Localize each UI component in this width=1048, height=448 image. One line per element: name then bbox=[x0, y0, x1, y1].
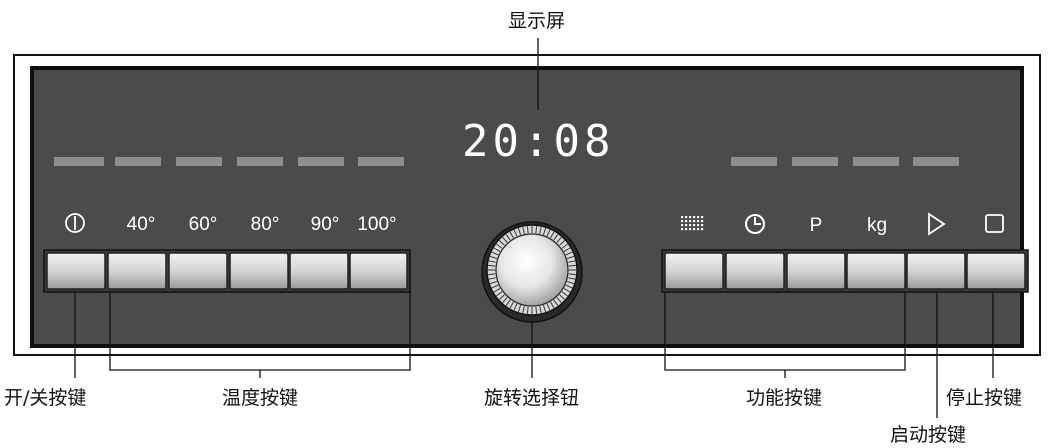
temp-80-button[interactable] bbox=[229, 252, 289, 290]
segment bbox=[298, 157, 344, 166]
temp-90-button[interactable] bbox=[289, 252, 349, 290]
temp-100-button[interactable] bbox=[349, 252, 408, 290]
display-callout: 显示屏 bbox=[508, 10, 566, 32]
load-weight-label: kg bbox=[867, 215, 887, 236]
temp-label-100: 100° bbox=[357, 214, 396, 235]
dial-callout: 旋转选择钮 bbox=[484, 387, 580, 409]
segment bbox=[176, 157, 222, 166]
segment bbox=[358, 157, 404, 166]
program-label: P bbox=[810, 215, 823, 236]
function-indicator-segments bbox=[731, 157, 959, 166]
start-callout: 启动按键 bbox=[890, 424, 967, 446]
right-button-row bbox=[661, 249, 1029, 293]
play-icon bbox=[928, 212, 946, 236]
segment bbox=[913, 157, 959, 166]
power-icon bbox=[65, 213, 85, 233]
temperature-callout: 温度按键 bbox=[222, 387, 299, 409]
temp-label-90: 90° bbox=[311, 214, 340, 235]
callout-lines bbox=[74, 38, 994, 418]
temp-label-60: 60° bbox=[189, 214, 218, 235]
timer-button[interactable] bbox=[725, 252, 785, 290]
load-weight-button[interactable] bbox=[846, 252, 906, 290]
temp-label-40: 40° bbox=[127, 214, 156, 235]
segment bbox=[115, 157, 161, 166]
dots-grid-icon bbox=[681, 216, 704, 231]
start-button[interactable] bbox=[906, 252, 966, 290]
rotary-selector-knob[interactable] bbox=[481, 221, 583, 323]
power-button[interactable] bbox=[46, 252, 106, 290]
temp-label-80: 80° bbox=[251, 214, 280, 235]
function-callout: 功能按键 bbox=[746, 387, 823, 409]
stop-icon bbox=[985, 214, 1004, 233]
segment bbox=[237, 157, 283, 166]
segment bbox=[853, 157, 899, 166]
stop-callout: 停止按键 bbox=[946, 387, 1023, 409]
temp-60-button[interactable] bbox=[168, 252, 228, 290]
time-display: 20:08 bbox=[462, 116, 615, 167]
segment bbox=[54, 157, 104, 166]
segment bbox=[792, 157, 838, 166]
clock-icon bbox=[745, 214, 765, 234]
segment bbox=[731, 157, 777, 166]
program-button[interactable] bbox=[786, 252, 846, 290]
cold-wash-button[interactable] bbox=[664, 252, 724, 290]
power-callout: 开/关按键 bbox=[4, 387, 87, 409]
stop-button[interactable] bbox=[966, 252, 1026, 290]
left-button-row bbox=[43, 249, 411, 293]
temperature-indicator-segments bbox=[54, 157, 404, 166]
temp-40-button[interactable] bbox=[107, 252, 167, 290]
